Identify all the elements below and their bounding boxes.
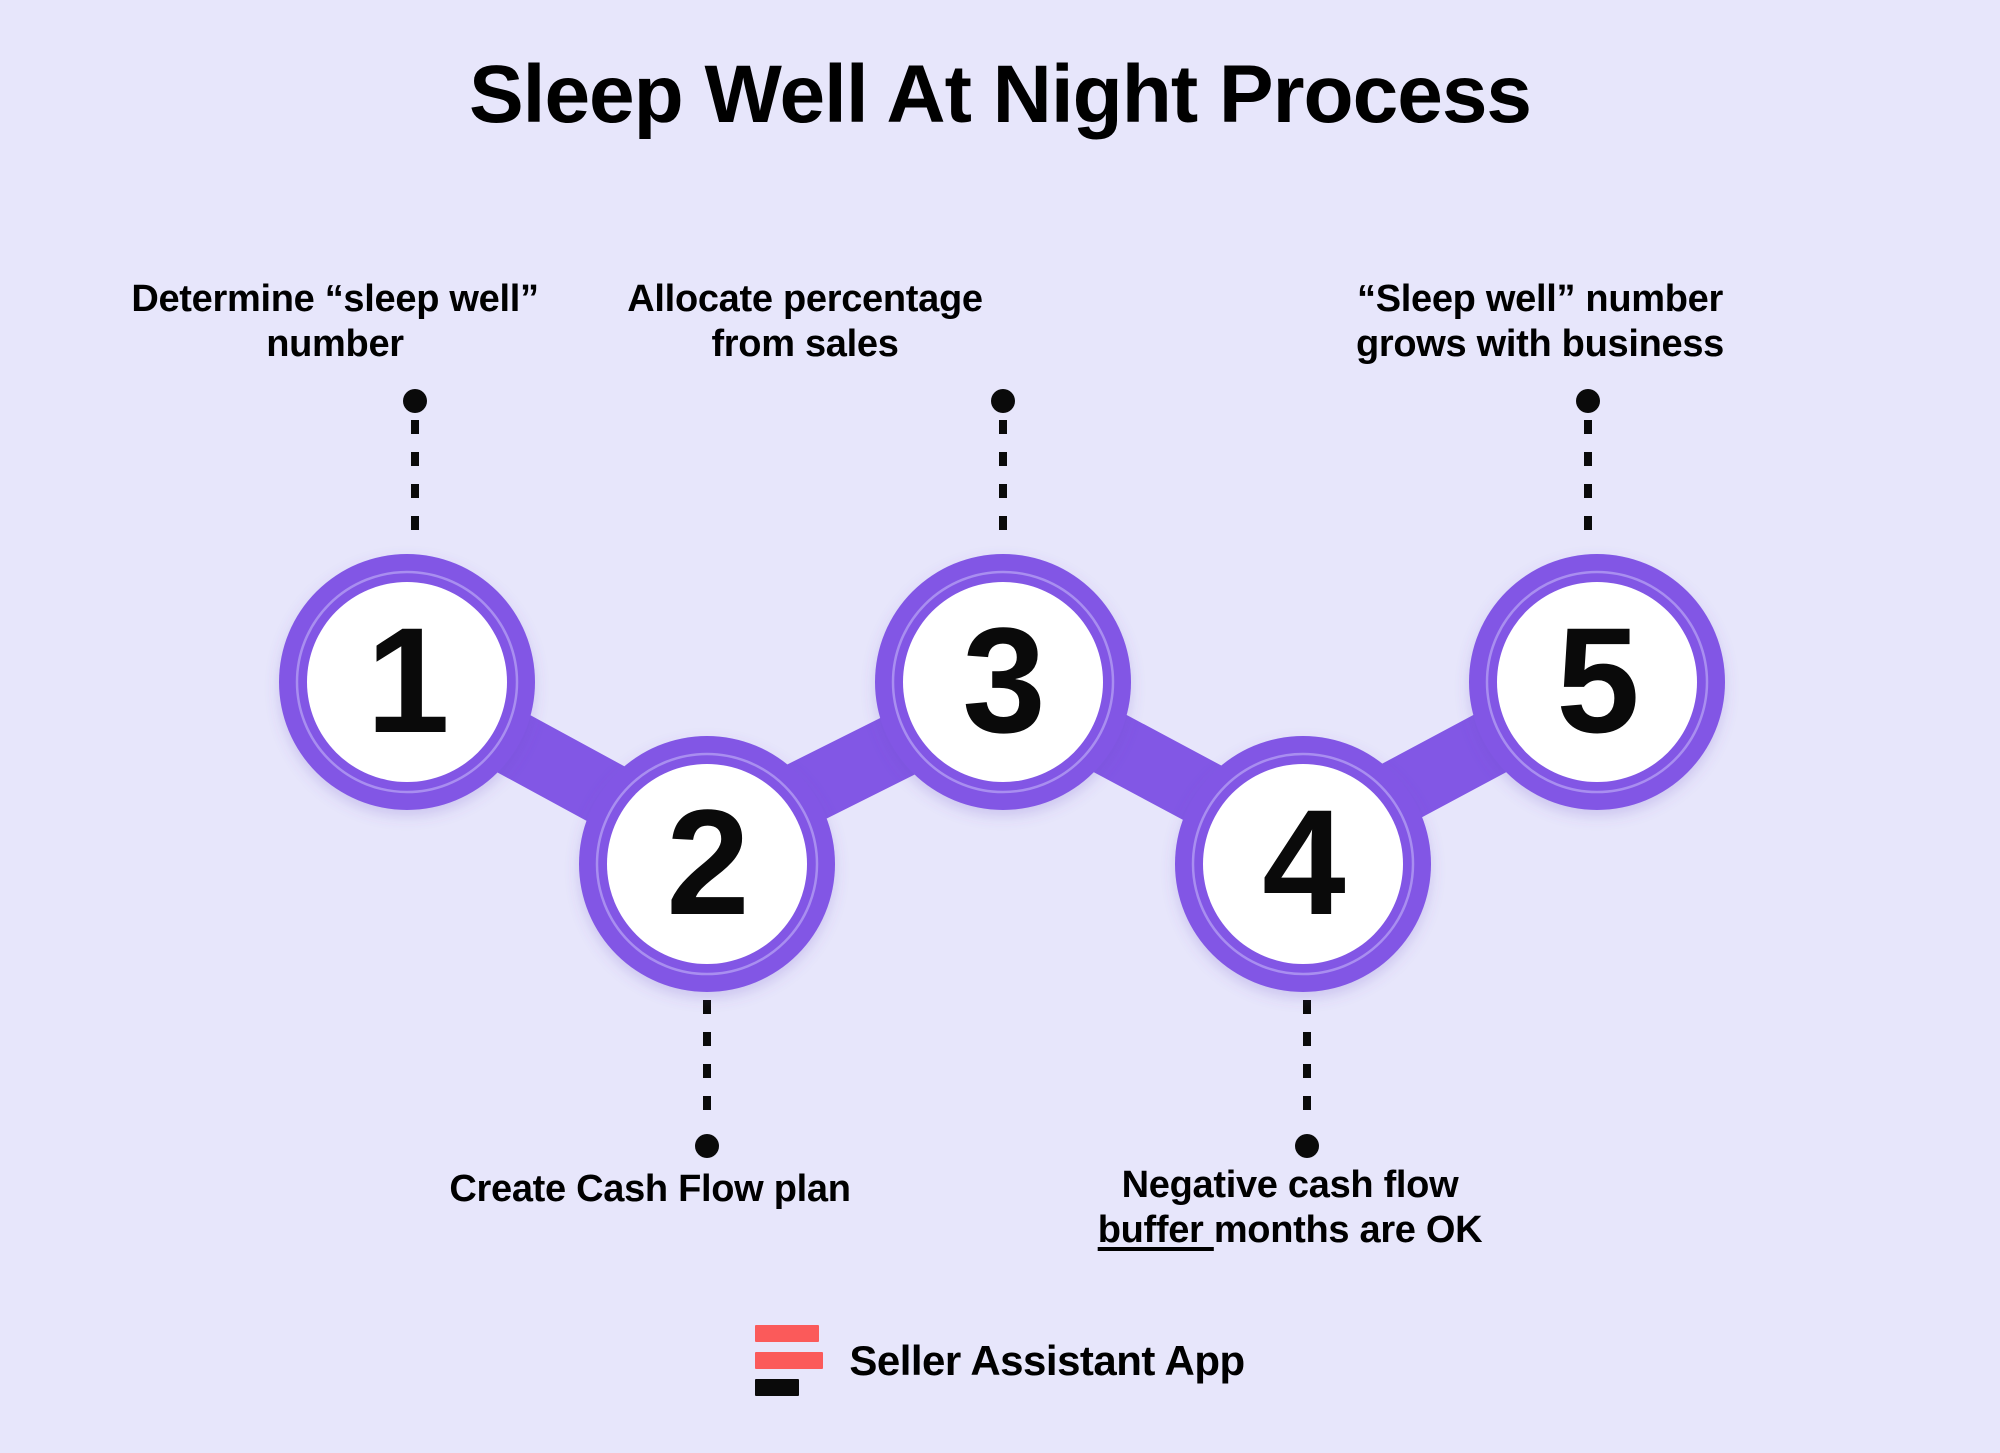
step-label-4-underlined-word: buffer <box>1097 1208 1214 1251</box>
footer-brand: Seller Assistant App <box>0 1325 2000 1396</box>
step-label-4-line2: buffer months are OK <box>1045 1208 1535 1253</box>
step-label-5-line1: “Sleep well” number <box>1357 278 1723 320</box>
step-node-4[interactable] <box>1175 736 1431 992</box>
step-label-5: “Sleep well” number grows with business <box>1305 277 1775 367</box>
step-label-3-line1: Allocate percentage <box>627 278 983 320</box>
logo-bar-middle <box>755 1352 824 1369</box>
logo-bar-bottom <box>755 1379 800 1396</box>
step-node-1[interactable] <box>279 554 535 810</box>
logo-bar-top <box>755 1325 820 1342</box>
step-label-1-line1: Determine “sleep well” <box>131 278 539 320</box>
step-label-3-line2: from sales <box>711 322 899 365</box>
brand-name: Seller Assistant App <box>849 1336 1245 1384</box>
step-label-5-line2: grows with business <box>1355 322 1725 365</box>
step-label-3: Allocate percentage from sales <box>570 277 1040 367</box>
step-node-3[interactable] <box>875 554 1131 810</box>
step-label-4-line2-rest: months are OK <box>1213 1208 1483 1251</box>
step-node-5[interactable] <box>1469 554 1725 810</box>
leader-lines <box>403 389 1600 1158</box>
step-label-2: Create Cash Flow plan <box>390 1167 910 1212</box>
step-label-2-line1: Create Cash Flow plan <box>449 1168 851 1210</box>
step-label-1-line2: number <box>266 322 404 365</box>
three-bars-logo-icon <box>755 1325 824 1396</box>
step-label-4: Negative cash flow buffer months are OK <box>1045 1163 1535 1253</box>
step-node-2[interactable] <box>579 736 835 992</box>
step-label-1: Determine “sleep well” number <box>100 277 570 367</box>
page-title: Sleep Well At Night Process <box>468 49 1532 140</box>
step-label-4-line1: Negative cash flow <box>1121 1164 1459 1206</box>
